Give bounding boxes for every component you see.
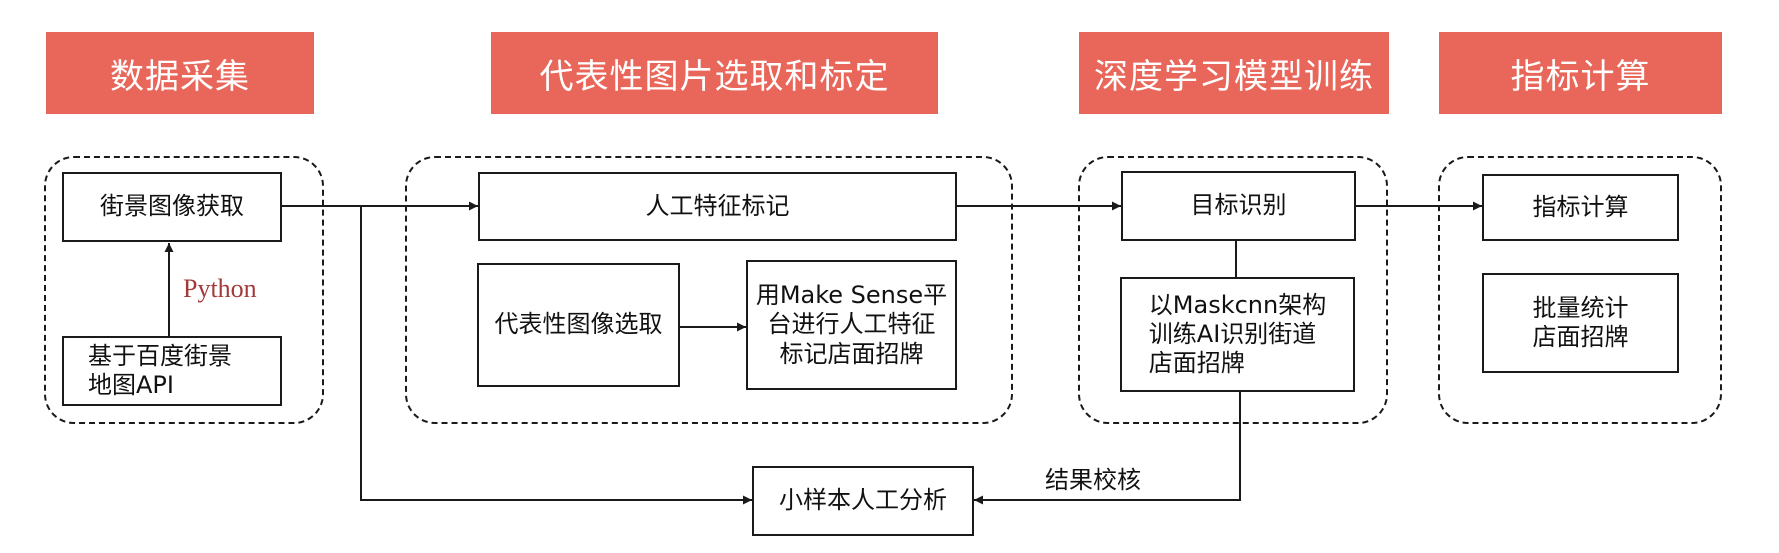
box-maskrcnn-training: 以Maskcnn架构 训练AI识别街道 店面招牌 — [1120, 277, 1355, 392]
box-baidu-api-label: 基于百度街景 地图API — [88, 341, 232, 399]
box-representative-selection: 代表性图像选取 — [477, 263, 680, 387]
box-batch-statistics: 批量统计 店面招牌 — [1482, 273, 1679, 373]
box-indicator-calculation: 指标计算 — [1482, 174, 1679, 241]
box-manual-feature-label: 人工特征标记 — [645, 191, 790, 220]
box-baidu-api: 基于百度街景 地图API — [62, 336, 282, 406]
stage-header-model-training: 深度学习模型训练 — [1079, 32, 1389, 114]
stage-header-indicator: 指标计算 — [1439, 32, 1722, 114]
stage-header-data-collection: 数据采集 — [46, 32, 314, 114]
box-make-sense-labeling: 用Make Sense平 台进行人工特征 标记店面招牌 — [746, 260, 957, 390]
box-target-recognition-label: 目标识别 — [1190, 191, 1287, 220]
box-batch-stat-label: 批量统计 店面招牌 — [1532, 293, 1629, 351]
group-indicator — [1438, 156, 1722, 424]
group-data-collection — [44, 156, 324, 424]
box-make-sense-label: 用Make Sense平 台进行人工特征 标记店面招牌 — [755, 281, 948, 368]
box-street-view-acquisition: 街景图像获取 — [62, 172, 282, 242]
box-indicator-label: 指标计算 — [1532, 192, 1629, 221]
box-small-sample-analysis: 小样本人工分析 — [752, 466, 974, 536]
box-manual-feature-marking: 人工特征标记 — [478, 172, 957, 241]
stage-header-image-selection: 代表性图片选取和标定 — [491, 32, 938, 114]
box-target-recognition: 目标识别 — [1121, 171, 1356, 241]
box-rep-select-label: 代表性图像选取 — [494, 310, 663, 339]
edge-label-python: Python — [183, 274, 257, 303]
box-street-view-label: 街景图像获取 — [100, 192, 244, 221]
box-maskrcnn-label: 以Maskcnn架构 训练AI识别街道 店面招牌 — [1148, 290, 1327, 378]
edge-label-result-check: 结果校核 — [1045, 466, 1141, 494]
box-small-sample-label: 小样本人工分析 — [779, 486, 947, 515]
